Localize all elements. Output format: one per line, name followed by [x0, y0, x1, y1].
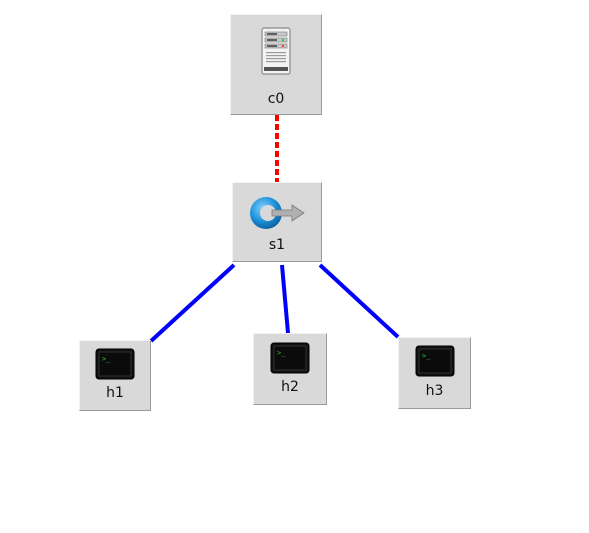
node-h3[interactable]: >_ h3: [398, 337, 471, 409]
controller-server-icon: [261, 27, 291, 79]
link-s1-h3[interactable]: [318, 263, 400, 339]
node-h2[interactable]: >_ h2: [253, 333, 327, 405]
link-s1-h1[interactable]: [149, 263, 236, 343]
host-terminal-icon: >_: [270, 342, 310, 378]
node-label: s1: [268, 237, 286, 253]
svg-text:>_: >_: [277, 349, 286, 357]
node-h1[interactable]: >_ h1: [79, 340, 151, 411]
switch-icon: [248, 195, 306, 235]
svg-text:>_: >_: [422, 352, 431, 360]
host-terminal-icon: >_: [95, 348, 135, 384]
node-c0[interactable]: c0: [230, 14, 322, 115]
node-label: h1: [106, 385, 124, 401]
link-s1-h2[interactable]: [280, 264, 290, 334]
node-label: h3: [425, 383, 444, 399]
node-label: h2: [281, 379, 299, 395]
svg-text:>_: >_: [102, 355, 111, 363]
node-label: c0: [267, 91, 285, 107]
host-terminal-icon: >_: [415, 345, 455, 381]
node-s1[interactable]: s1: [232, 182, 322, 262]
